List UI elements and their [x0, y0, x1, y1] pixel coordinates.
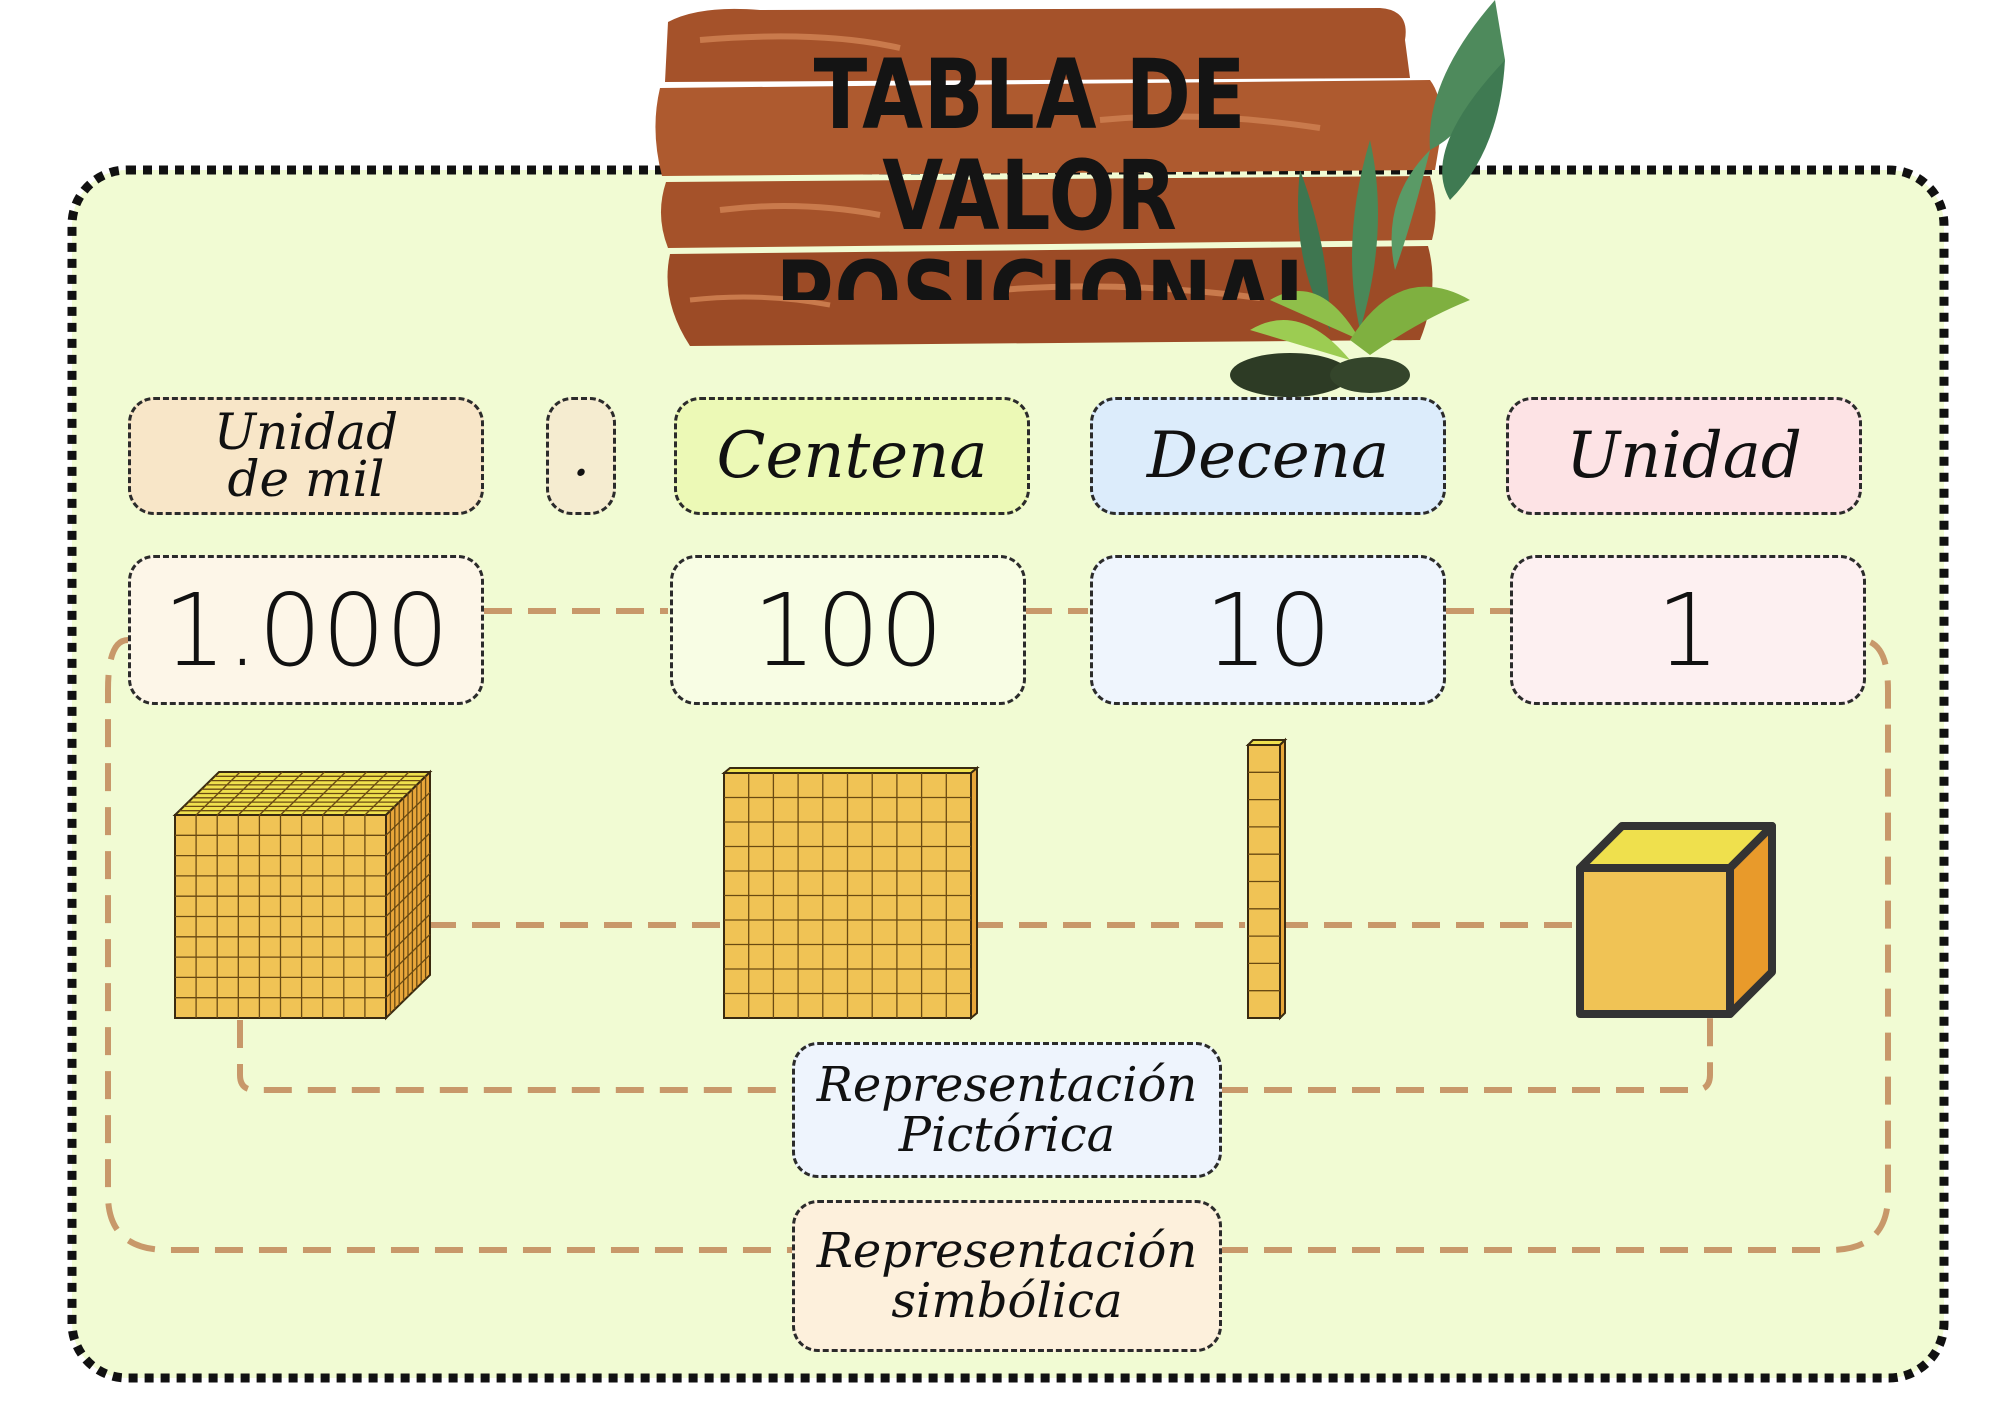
symbolic-representation-text: Representación simbólica [816, 1222, 1198, 1329]
value-tens-text: 10 [1204, 571, 1332, 689]
pictorial-representation-label: Representación Pictórica [792, 1042, 1222, 1178]
value-thousands: 1.000 [128, 555, 484, 705]
value-tens: 10 [1090, 555, 1446, 705]
value-thousands-text: 1.000 [162, 571, 450, 689]
wooden-sign [655, 8, 1442, 346]
header-hundreds-label: Centena [716, 419, 988, 493]
value-units: 1 [1510, 555, 1866, 705]
header-thousands-label: Unidad de mil [213, 402, 399, 508]
header-separator: . [546, 397, 616, 515]
thousand-cube-icon [172, 769, 433, 1021]
value-hundreds: 100 [670, 555, 1026, 705]
value-units-text: 1 [1656, 571, 1720, 689]
hundred-flat-icon [721, 765, 980, 1021]
pictorial-representation-text: Representación Pictórica [816, 1056, 1198, 1163]
symbolic-representation-label: Representación simbólica [792, 1200, 1222, 1352]
plant-decoration [1230, 0, 1505, 397]
header-thousands: Unidad de mil [128, 397, 484, 515]
header-tens: Decena [1090, 397, 1446, 515]
header-tens-label: Decena [1146, 419, 1390, 493]
connector-lines [105, 608, 1891, 1253]
page-title: TABLA DE VALOR POSICIONAL [775, 39, 1326, 300]
header-units-label: Unidad [1566, 419, 1802, 493]
unit-cube-icon [1576, 822, 1776, 1018]
header-hundreds: Centena [674, 397, 1030, 515]
ten-rod-icon [1245, 737, 1288, 1021]
value-hundreds-text: 100 [752, 571, 944, 689]
header-separator-label: . [572, 423, 590, 489]
header-units: Unidad [1506, 397, 1862, 515]
